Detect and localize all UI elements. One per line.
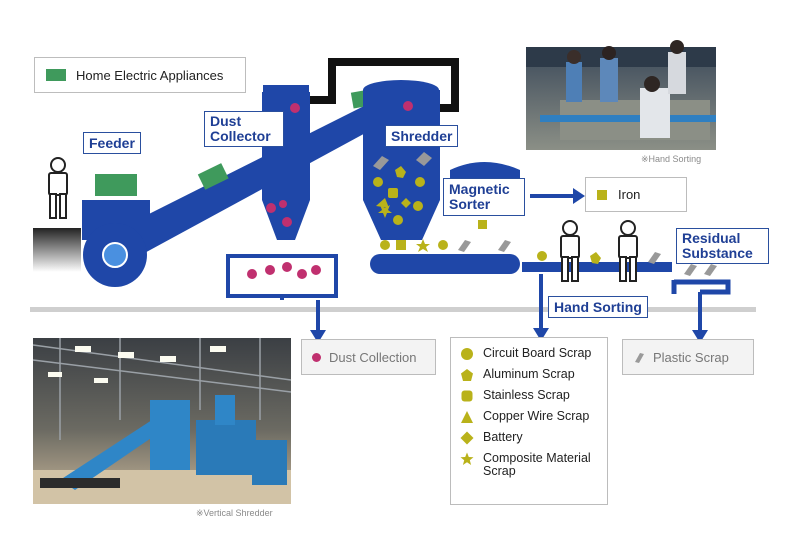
- legend-item-label: Stainless Scrap: [483, 388, 570, 402]
- appliance-in-feeder: [95, 174, 137, 196]
- plastic-scrap-label: Plastic Scrap: [653, 349, 729, 365]
- dust-particles-collector: [266, 103, 300, 227]
- appliance-legend-label: Home Electric Appliances: [76, 67, 224, 83]
- legend-item-composite: Composite Material Scrap: [460, 452, 599, 478]
- hand-sorting-photo: [526, 40, 716, 150]
- dust-circle-icon: [312, 352, 321, 362]
- feeder-platform: [33, 228, 81, 272]
- top-legend: Home Electric Appliances: [34, 57, 246, 93]
- plastic-piece-icon: [635, 353, 644, 363]
- legend-item-battery: Battery: [460, 431, 599, 445]
- shredder-output-conveyor: [370, 254, 520, 274]
- floor-line: [30, 307, 756, 312]
- iron-label: Iron: [618, 187, 641, 202]
- legend-item-label: Composite Material Scrap: [483, 451, 591, 478]
- dust-collection-box: Dust Collection: [301, 339, 436, 375]
- rounded-square-icon: [461, 390, 473, 402]
- shredder-label: Shredder: [385, 125, 459, 147]
- vertical-shredder-photo: [32, 338, 292, 504]
- iron-piece: [478, 220, 487, 229]
- conveyor-items: [380, 239, 511, 252]
- appliance-on-conveyor: [197, 163, 229, 190]
- pentagon-icon: [461, 369, 473, 381]
- exhaust-duct: [310, 58, 459, 112]
- legend-item-aluminum: Aluminum Scrap: [460, 368, 599, 382]
- residual-substance-label: Residual Substance: [676, 228, 769, 264]
- legend-item-label: Battery: [483, 430, 523, 444]
- hand-sorting-conveyor: [522, 262, 672, 272]
- hand-sorting-caption: ※Hand Sorting: [641, 154, 702, 164]
- legend-item-circuit-board: Circuit Board Scrap: [460, 347, 599, 361]
- plastic-scrap-box: Plastic Scrap: [622, 339, 754, 375]
- sorted-materials-list: Circuit Board Scrap Aluminum Scrap Stain…: [450, 337, 608, 505]
- circle-icon: [461, 348, 473, 360]
- feeder-drum-hub: [102, 242, 128, 268]
- residual-bin: [674, 279, 731, 295]
- dust-collector-label: Dust Collector: [204, 111, 284, 147]
- legend-item-label: Aluminum Scrap: [483, 367, 575, 381]
- iron-output-box: Iron: [585, 177, 687, 212]
- shredder-dust-particle: [403, 101, 413, 111]
- legend-item-copper-wire: Copper Wire Scrap: [460, 410, 599, 424]
- dust-particles-tray: [247, 262, 321, 279]
- triangle-icon: [461, 411, 473, 423]
- plastic-pieces: [684, 264, 717, 276]
- hand-sorting-label: Hand Sorting: [548, 296, 648, 318]
- dust-collector-top: [263, 85, 309, 93]
- shredded-pieces: [373, 152, 432, 225]
- legend-item-label: Circuit Board Scrap: [483, 346, 592, 360]
- feeder-label: Feeder: [83, 132, 141, 154]
- star-icon: [460, 452, 474, 465]
- vertical-shredder-caption: ※Vertical Shredder: [196, 508, 273, 518]
- inclined-conveyor: [97, 102, 382, 262]
- dust-tray: [226, 254, 338, 298]
- iron-square-icon: [597, 189, 607, 200]
- appliance-swatch: [46, 69, 66, 81]
- magnetic-sorter-label: Magnetic Sorter: [443, 178, 525, 216]
- operator-person-icon: [48, 157, 68, 219]
- dust-collection-label: Dust Collection: [329, 349, 417, 365]
- diamond-icon: [460, 431, 474, 445]
- legend-item-stainless: Stainless Scrap: [460, 389, 599, 403]
- legend-item-label: Copper Wire Scrap: [483, 409, 590, 423]
